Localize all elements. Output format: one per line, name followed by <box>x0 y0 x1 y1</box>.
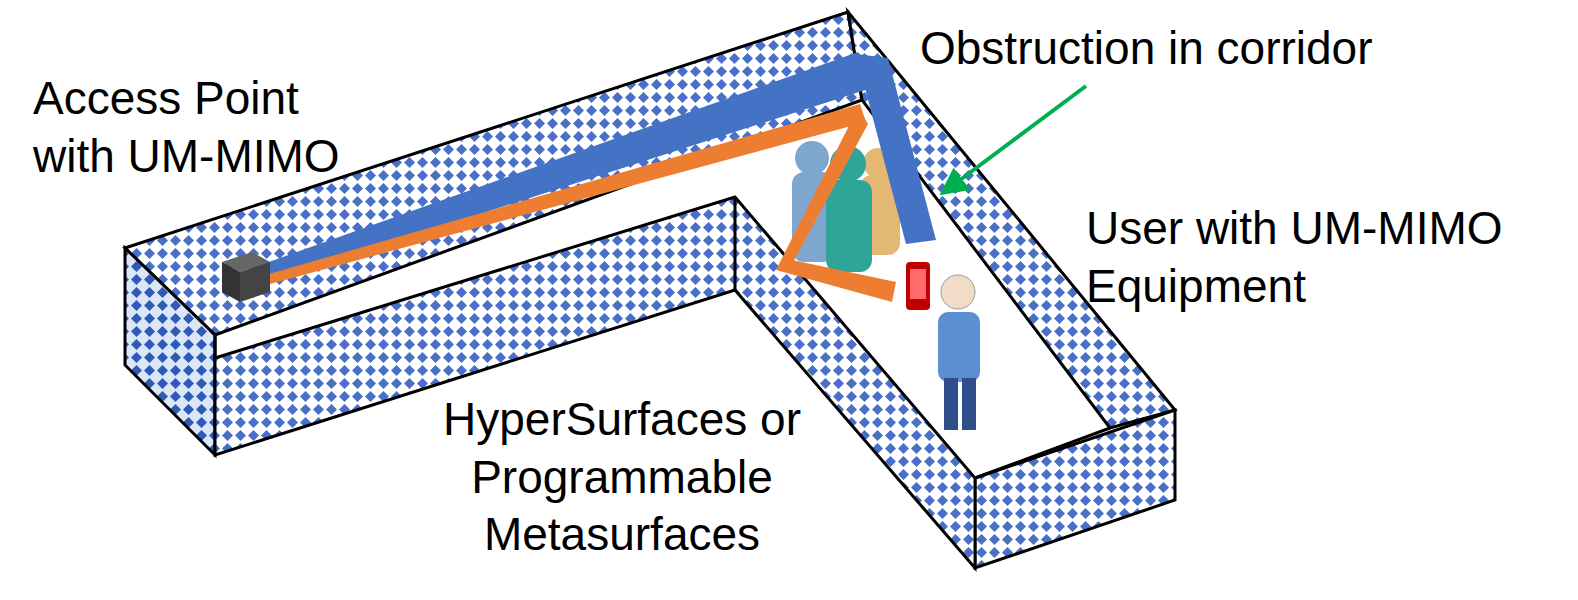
orange-beam <box>776 260 896 302</box>
access-point-label: Access Point with UM-MIMO <box>31 70 391 185</box>
phone <box>906 262 930 310</box>
user-label: User with UM-MIMO Equipment <box>1084 200 1564 315</box>
obstruction-label: Obstruction in corridor <box>918 20 1458 78</box>
orange-beam <box>776 108 868 270</box>
blue-beam <box>252 52 884 284</box>
floor-edge <box>975 428 1110 478</box>
metasurface-label: HyperSurfaces or Programmable Metasurfac… <box>402 391 842 564</box>
phone-screen <box>910 269 926 299</box>
right-end-face <box>975 410 1175 568</box>
inner-wall-edge <box>734 197 737 290</box>
access-point <box>222 252 270 302</box>
left-end-face <box>125 248 215 455</box>
leader-arrow <box>944 86 1086 192</box>
user-figure <box>938 275 980 430</box>
orange-beam <box>262 104 866 284</box>
floor-edge <box>214 335 217 358</box>
blue-beam <box>856 54 936 244</box>
